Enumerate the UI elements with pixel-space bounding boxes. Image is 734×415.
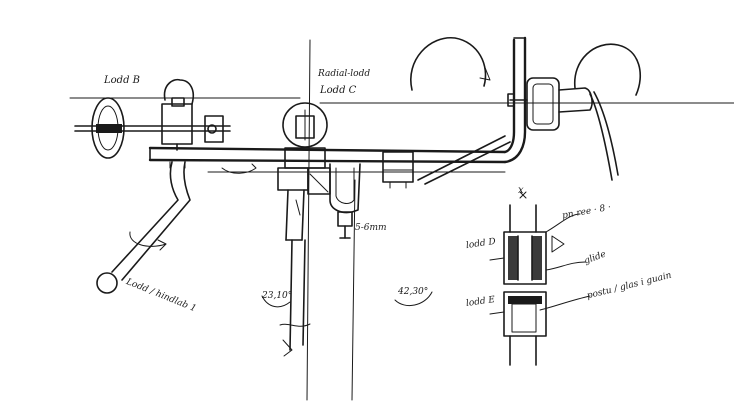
- top-wheels: [410, 37, 642, 96]
- diagonal-brace: [417, 135, 511, 185]
- label-lodd-c: Lodd C: [320, 85, 357, 96]
- label-x-mark: x: [518, 185, 524, 196]
- label-angle-23: 23,10°: [262, 291, 293, 301]
- main-bar: [148, 146, 507, 169]
- label-radial-lodd: Radial-lodd: [318, 69, 371, 79]
- sweep-curve: [221, 163, 257, 174]
- angle-lines: [261, 291, 433, 308]
- lodd-c-weight: [282, 102, 328, 148]
- screw-rod: [74, 97, 231, 159]
- right-bracket: [507, 77, 619, 181]
- lodd-stack: [489, 191, 591, 366]
- lodd-b-weight: [161, 78, 195, 151]
- hinged-arm: [96, 161, 191, 294]
- clamp: [329, 163, 361, 239]
- bar-block: [382, 151, 414, 189]
- center-column: [277, 147, 331, 357]
- label-angle-42: 42,30°: [398, 287, 429, 297]
- vertical-axis-lines: [306, 39, 356, 401]
- label-dim-56: 5-6mm: [355, 223, 387, 233]
- label-lodd-b: Lodd B: [104, 75, 140, 86]
- right-upright: [503, 36, 527, 164]
